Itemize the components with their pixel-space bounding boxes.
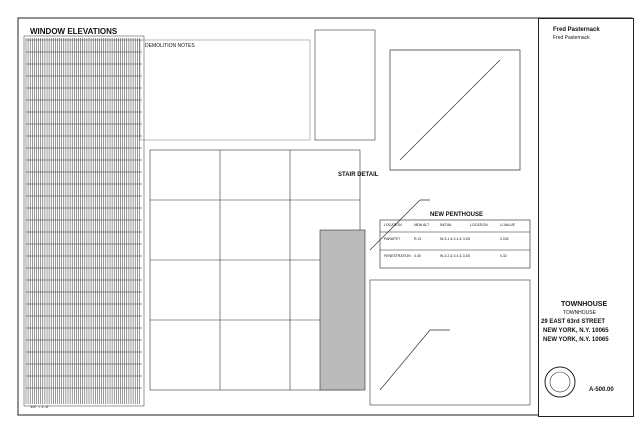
architect-name: Fred Pasternack [553,27,600,33]
table-cell-r1-c2: R-21 [414,237,422,241]
stair-detail-title: STAIR DETAIL [338,172,379,178]
demolition-notes-block [139,39,311,141]
table-header-4: LOCATION [470,223,488,227]
table-cell-r2-c5: 0.32 [500,254,507,258]
table-cell-r1-c3: W-3.1 & 3.4 & 3.1B [440,237,470,241]
sheet-number: A-500.00 [589,387,614,393]
penthouse-table-frame [379,219,531,269]
table-cell-r2-c2: 0.40 [414,254,421,258]
architect-subtitle: Fred Pasternack [553,35,590,41]
table-header-2: NEW ALT [414,223,430,227]
facade-elevation [314,29,376,391]
window-elevations-title: WINDOW ELEVATIONS [30,27,118,36]
address-line-2: NEW YORK, N.Y. 10065 [543,328,609,334]
scale-note: 1/4" = 1'-0" [30,404,50,409]
address-line-1: 29 EAST 63rd STREET [541,319,606,325]
demolition-notes-title: DEMOLITION NOTES [145,43,195,49]
table-cell-r1-c1: PARAPET [384,237,401,241]
project-type: TOWNHOUSE [561,301,608,308]
address-line-3: NEW YORK, N.Y. 10065 [543,337,609,343]
stair-detail-drawings [369,49,521,391]
table-header-3: INITIAL [440,223,452,227]
window-elevations [23,35,145,407]
table-header-5: U-VALUE [500,223,515,227]
table-cell-r1-c5: 0.032 [500,237,509,241]
lower-plan [369,279,531,406]
title-block: Fred Pasternack Fred Pasternack TOWNHOUS… [538,18,634,417]
architect-seal [544,366,576,398]
table-cell-r2-c3: W-3.2 & 3.4 & 3.1B [440,254,470,258]
new-penthouse-title: NEW PENTHOUSE [430,212,484,218]
project-type-secondary: TOWNHOUSE [563,310,596,316]
table-cell-r2-c1: FENESTRATION [384,254,411,258]
table-header-1: LOCATION [384,223,402,227]
